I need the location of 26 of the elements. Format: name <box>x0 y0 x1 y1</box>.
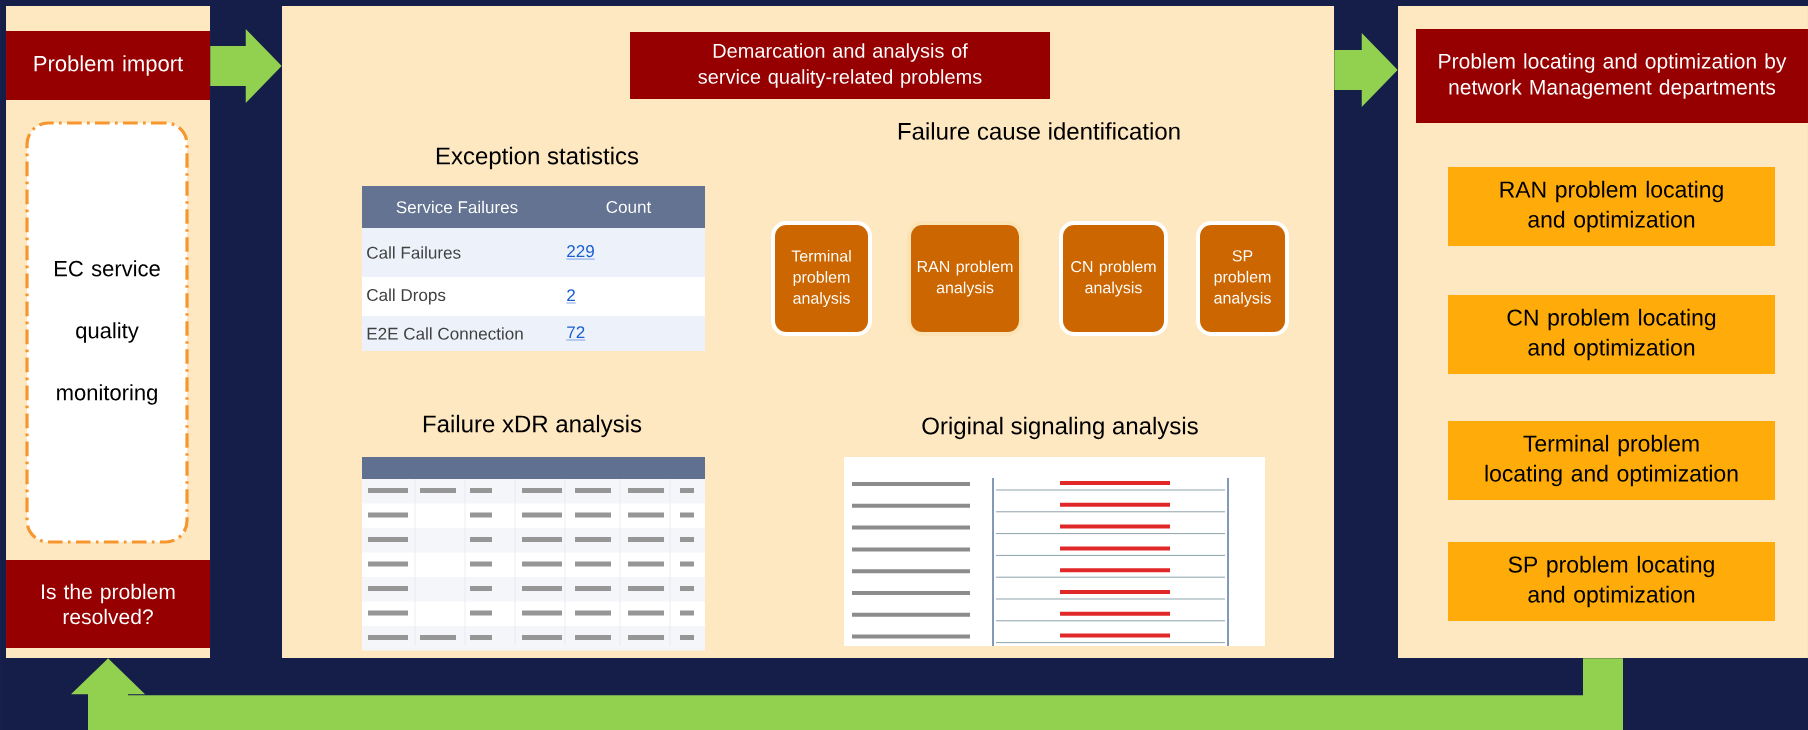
section-heading: Exception statistics <box>436 146 639 170</box>
optimization-box: SP problem locating and optimization <box>1448 542 1775 621</box>
table-cell: Count <box>552 186 705 228</box>
question-bar: Is the problem resolved? <box>6 560 210 648</box>
analysis-box: SP problem analysis <box>1196 221 1289 336</box>
table-cell: Call Drops <box>362 277 552 316</box>
arrow <box>70 658 1623 730</box>
table-cell: Call Failures <box>362 228 552 277</box>
analysis-box: CN problem analysis <box>1059 221 1168 336</box>
table-cell: 2 <box>552 277 705 316</box>
table-cell: Service Failures <box>362 186 552 228</box>
header-bar: Problem locating and optimization by network Management departments <box>1416 29 1808 123</box>
section-heading: Original signaling analysis <box>922 416 1198 440</box>
analysis-box: RAN problem analysis <box>907 221 1023 336</box>
header-bar: Problem import <box>6 31 210 100</box>
header-bar: Demarcation and analysis of service quality-related problems <box>630 32 1050 99</box>
optimization-box: CN problem locating and optimization <box>1448 295 1775 374</box>
analysis-box: Terminal problem analysis <box>771 221 872 336</box>
table-cell: 229 <box>552 228 705 277</box>
optimization-box: Terminal problem locating and optimization <box>1448 421 1775 500</box>
section-heading: Failure xDR analysis <box>423 414 642 438</box>
monitoring-box: EC service quality monitoring <box>25 121 189 544</box>
section-heading: Failure cause identification <box>898 122 1180 140</box>
optimization-box: RAN problem locating and optimization <box>1448 167 1775 246</box>
table-cell: 72 <box>552 316 705 351</box>
table-cell: E2E Call Connection <box>362 316 552 351</box>
